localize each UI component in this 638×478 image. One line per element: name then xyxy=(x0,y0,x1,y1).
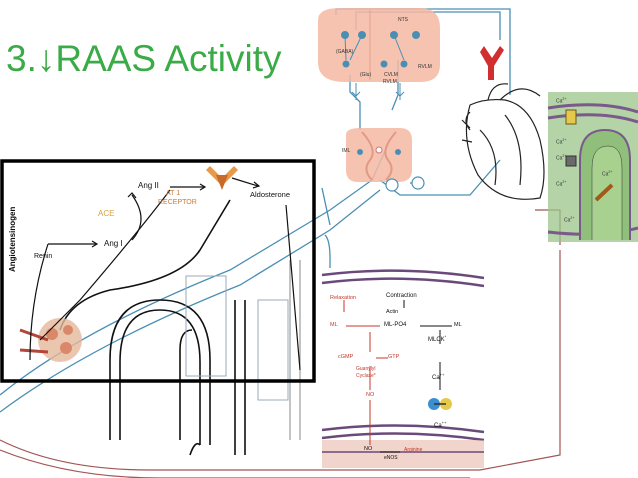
myocyte-ca-3-text: Ca xyxy=(556,181,563,188)
aldosterone-label: Aldosterone xyxy=(250,190,291,199)
myocyte-ca-3-sup: 2+ xyxy=(562,180,567,184)
nts-label: NTS xyxy=(398,17,408,23)
ml-po4-label: ML-PO4 xyxy=(384,322,407,328)
ace-label: ACE xyxy=(98,209,115,218)
ca-low-text: Ca xyxy=(434,423,442,429)
guanylyl-label: Guanylyl xyxy=(356,366,376,372)
ang-ii-label: Ang II xyxy=(138,181,159,190)
myocyte-ca-4-sup: 2+ xyxy=(608,170,613,174)
cvlm-label: CVLM xyxy=(384,72,398,78)
glomerulus xyxy=(19,318,82,362)
nephron-illustration xyxy=(59,199,246,456)
mlck-text: MLCK xyxy=(428,337,445,343)
ml-left-label: ML xyxy=(330,322,338,328)
cgmp-label: cGMP xyxy=(338,354,354,360)
myocyte-ca-top-text: Ca xyxy=(556,98,563,105)
mlck-sup: * xyxy=(444,334,447,339)
renin-label: Renin xyxy=(34,253,53,260)
myocyte-ca-4-text: Ca xyxy=(602,171,609,178)
contraction-label: Contraction xyxy=(386,293,417,299)
myocyte-ca-2-text: Ca xyxy=(556,155,563,162)
raas-box xyxy=(0,159,316,383)
enos-label: eNOS xyxy=(384,455,398,461)
at1-label-line2: RECEPTOR xyxy=(158,199,197,206)
actin-label: Actin xyxy=(386,309,399,315)
myocyte-ca-top: Ca2+ xyxy=(556,97,566,105)
myocyte-ca-1-text: Ca xyxy=(556,139,563,146)
myocyte-ca-3: Ca2+ xyxy=(556,180,566,188)
ca-low-label: Ca++ xyxy=(434,420,446,429)
iml-label: IML xyxy=(342,148,351,154)
at1-label-line1: AT 1 xyxy=(166,190,181,197)
angiotensinogen-label: Angiotensinogen xyxy=(8,206,17,272)
relaxation-label: Relaxation xyxy=(330,295,356,301)
heart-illustration xyxy=(461,83,545,200)
ca-low-sup: ++ xyxy=(441,420,447,425)
myocyte-ca-5-sup: 2+ xyxy=(570,216,575,220)
nephron-grey xyxy=(185,260,301,440)
cyclase-label: Cyclase* xyxy=(356,373,376,379)
no-mid-label: NO xyxy=(366,392,375,398)
myocyte-ca-2-sup: 2+ xyxy=(562,154,567,158)
rvlm-label: RVLM xyxy=(418,64,432,70)
myocyte-ca-1-sup: 2+ xyxy=(562,138,567,142)
gtp-label: GTP xyxy=(388,354,400,360)
myocyte-ca-5: Ca2+ xyxy=(564,216,574,224)
smooth-muscle-arrows xyxy=(343,300,452,453)
myocyte-ca-5-text: Ca xyxy=(564,217,571,224)
glu-label: (Glu) xyxy=(360,72,372,78)
ganglia xyxy=(385,176,425,192)
myocyte-ca-2: Ca2+ xyxy=(556,154,566,162)
brainstem-section xyxy=(318,8,440,100)
myocyte-panel xyxy=(547,92,638,242)
gaba-label: (GABA) xyxy=(336,49,354,55)
smooth-muscle-panel xyxy=(321,269,485,468)
receptor-symbol xyxy=(480,46,504,80)
slide-title: 3.↓RAAS Activity xyxy=(6,38,282,79)
myocyte-ca-4: Ca2+ xyxy=(602,170,612,178)
no-bottom-label: NO xyxy=(364,446,373,452)
raas-arrows xyxy=(29,177,301,371)
ca-mid-text: Ca xyxy=(432,375,440,381)
myocyte-ca-top-sup: 2+ xyxy=(562,97,567,101)
mlck-label: MLCK* xyxy=(428,334,446,343)
spinal-cord-section xyxy=(346,128,412,182)
ca-mid-label: Ca++ xyxy=(432,372,444,381)
arginine-label: Arginine xyxy=(404,447,423,453)
ml-right-label: ML xyxy=(454,322,462,328)
myocyte-ca-1: Ca2+ xyxy=(556,138,566,146)
ca-mid-sup: ++ xyxy=(439,372,445,377)
rvlm-inner-label: RVLM xyxy=(383,79,397,85)
ang-i-label: Ang I xyxy=(104,239,123,248)
at1-receptor xyxy=(206,166,238,190)
